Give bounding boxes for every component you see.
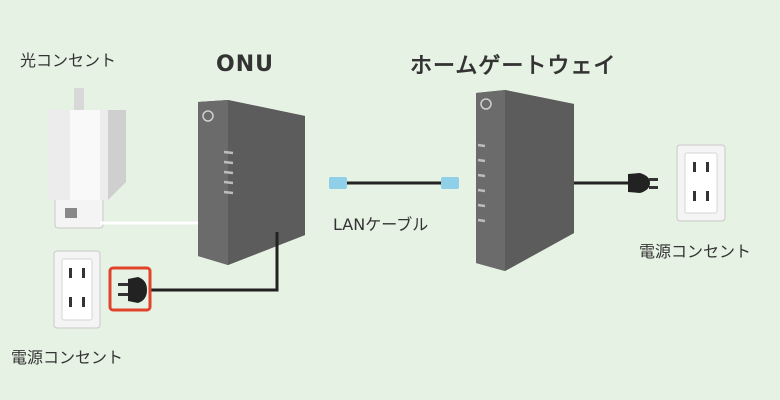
power-icon <box>480 98 492 110</box>
gateway-power-plug <box>628 173 658 193</box>
lan-cable-label: LANケーブル <box>333 215 429 234</box>
onu-power-cable <box>150 232 279 292</box>
home-gateway-device <box>476 90 574 271</box>
power-outlet-right-label: 電源コンセント <box>639 242 752 261</box>
power-outlet-right <box>676 144 726 222</box>
power-icon <box>202 110 214 122</box>
onu-device <box>198 100 305 265</box>
power-outlet-left <box>53 250 101 329</box>
optical-outlet-label: 光コンセント <box>20 51 117 70</box>
power-outlet-left-label: 電源コンセント <box>11 348 124 367</box>
lan-cable <box>329 177 459 189</box>
plug-highlight-box <box>108 266 152 312</box>
onu-label: ONU <box>216 52 274 77</box>
optical-outlet <box>48 88 126 229</box>
home-gateway-label: ホームゲートウェイ <box>410 54 617 79</box>
onu-power-plug <box>118 277 147 303</box>
